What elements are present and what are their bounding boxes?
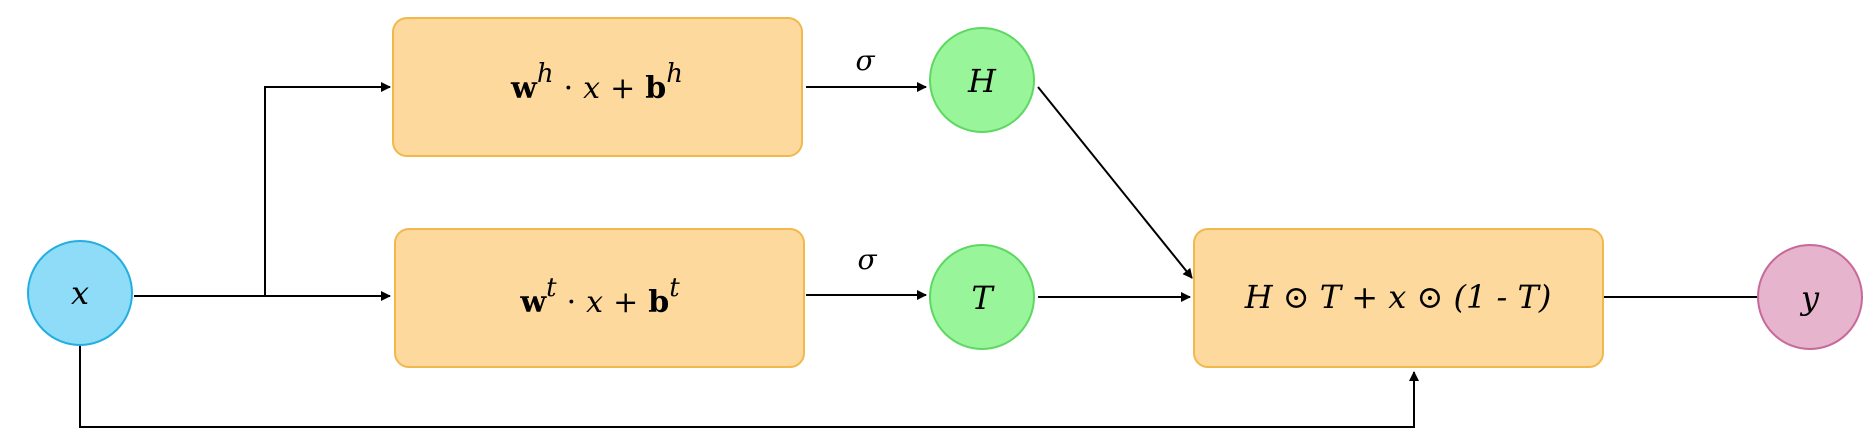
t-transform-box xyxy=(394,228,805,368)
input-symbol: x xyxy=(586,285,603,320)
bias-symbol: b xyxy=(648,285,669,320)
plus-operator: + xyxy=(610,71,635,106)
bias-superscript: h xyxy=(666,59,683,89)
highway-output-formula: H ⊙ T + x ⊙ (1 - T) xyxy=(1244,278,1552,316)
sigma-label-t: σ xyxy=(857,243,877,276)
output-node-y-label: y xyxy=(1799,279,1820,317)
transform-gate-node-h-label: H xyxy=(967,62,997,100)
weight-symbol: w xyxy=(519,285,547,320)
weight-superscript: h xyxy=(537,59,554,89)
bias-superscript: t xyxy=(669,273,680,303)
input-node-x xyxy=(27,240,133,346)
t-transform-formula: wt·x+bt xyxy=(519,273,680,320)
weight-symbol: w xyxy=(510,71,538,106)
transform-gate-node-t-label: T xyxy=(971,279,995,317)
h-transform-box xyxy=(392,17,803,157)
edge-h-to-output xyxy=(1037,86,1193,279)
dot-operator: · xyxy=(564,71,574,106)
dot-operator: · xyxy=(567,285,577,320)
output-node-y xyxy=(1757,244,1863,350)
edge-x-to-h-box xyxy=(264,82,391,296)
input-node-x-label: x xyxy=(71,274,89,312)
transform-gate-node-t xyxy=(929,244,1035,350)
highway-output-box xyxy=(1193,228,1604,368)
sigma-label-h: σ xyxy=(855,44,875,77)
plus-operator: + xyxy=(613,285,638,320)
edge-x-bypass-to-output xyxy=(79,344,1419,428)
h-transform-formula: wh·x+bh xyxy=(510,59,683,106)
weight-superscript: t xyxy=(546,273,557,303)
transform-gate-node-h xyxy=(929,27,1035,133)
input-symbol: x xyxy=(583,71,600,106)
bias-symbol: b xyxy=(645,71,666,106)
